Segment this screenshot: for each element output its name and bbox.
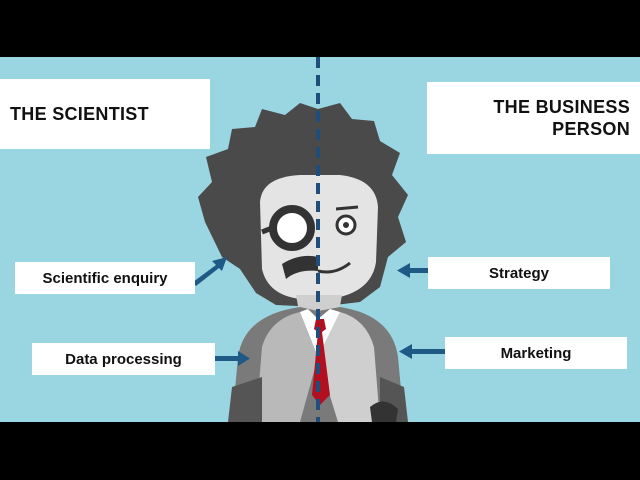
monocle [269,205,315,251]
label-scientific-enquiry: Scientific enquiry [15,262,195,294]
title-scientist: THE SCIENTIST [0,79,210,149]
arrow-data-processing [215,351,250,366]
character-illustration [193,57,455,422]
monocle-chain [261,225,273,235]
mustache [282,255,318,279]
illustration-stage: THE SCIENTIST THE BUSINESS PERSON Scient… [0,57,640,422]
title-business-line1: THE BUSINESS [493,97,630,117]
label-data-processing: Data processing [32,343,215,375]
label-strategy: Strategy [428,257,610,289]
arrow-scientific-enquiry [193,257,227,286]
arrow-marketing [399,344,455,359]
smile [317,261,351,274]
label-marketing: Marketing [445,337,627,369]
title-business-line2: PERSON [552,119,630,139]
arrow-strategy [397,263,430,278]
title-business-person: THE BUSINESS PERSON [427,82,640,154]
